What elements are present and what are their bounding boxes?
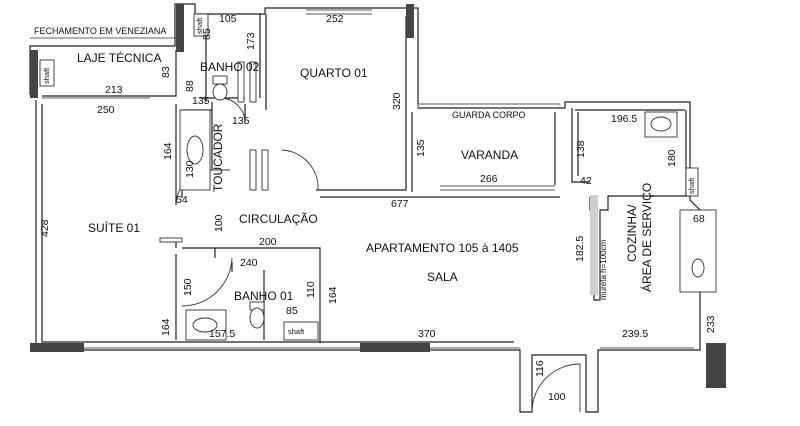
dim-239-5: 239.5 <box>622 328 649 340</box>
dim-85b: 85 <box>286 305 298 317</box>
room-label-sala: SALA <box>427 270 458 284</box>
dim-100a: 100 <box>213 214 225 232</box>
window-top <box>42 9 372 99</box>
door-jamb <box>237 61 245 103</box>
note-fechamento: FECHAMENTO EM VENEZIANA <box>34 26 167 36</box>
room-label-suite-01: SUÍTE 01 <box>88 221 141 235</box>
door-jamb <box>249 61 257 103</box>
room-label-apartamento: APARTAMENTO 105 à 1405 <box>366 241 519 255</box>
room-label-cozinha: COZINHA/ <box>625 204 639 262</box>
dim-83: 83 <box>160 66 172 78</box>
door-swing <box>181 257 233 307</box>
door-jamb <box>159 237 183 243</box>
shaft-label: shaft <box>42 67 51 84</box>
dim-164a: 164 <box>162 142 174 160</box>
pillar <box>360 343 430 352</box>
room-label-circulacao: CIRCULAÇÃO <box>239 212 318 226</box>
shaft-box <box>193 13 209 37</box>
mureta-wall <box>590 195 598 295</box>
dim-196-5: 196.5 <box>611 113 638 125</box>
shaft-box <box>685 167 699 197</box>
note-guarda-corpo: GUARDA CORPO <box>452 110 526 120</box>
shaft-box <box>39 59 55 87</box>
dim-266: 266 <box>480 173 498 185</box>
door-swing <box>531 363 581 413</box>
dim-54: 54 <box>176 194 188 206</box>
shaft-box <box>283 321 319 341</box>
pillar <box>706 343 726 388</box>
dim-428: 428 <box>39 219 51 237</box>
door-swing <box>281 149 319 191</box>
dim-180: 180 <box>666 149 678 167</box>
dim-320: 320 <box>391 92 403 110</box>
dim-88: 88 <box>184 80 196 92</box>
dim-135c: 135 <box>415 139 427 157</box>
dim-164b: 164 <box>327 286 339 304</box>
room-label-toucador: TOUCADOR <box>211 123 225 192</box>
room-label-varanda: VARANDA <box>461 148 519 162</box>
shaft-label: shaft <box>687 177 696 194</box>
room-label-area-servico: ÁREA DE SERVIÇO <box>640 182 654 292</box>
room-label-banho-01: BANHO 01 <box>234 289 294 303</box>
inner-wall <box>41 14 690 343</box>
dim-252: 252 <box>326 13 344 25</box>
dim-164c: 164 <box>160 318 172 336</box>
dim-85a: 85 <box>201 28 213 40</box>
dim-100b: 100 <box>548 391 566 403</box>
door-jamb <box>261 149 269 191</box>
dim-105: 105 <box>219 13 237 25</box>
sink-icon <box>691 258 705 278</box>
dim-173: 173 <box>245 32 257 50</box>
varanda-glass <box>418 103 560 191</box>
pillar <box>30 50 38 98</box>
dim-130: 130 <box>184 160 196 178</box>
dim-138: 138 <box>575 140 587 158</box>
dim-182-5: 182.5 <box>574 235 586 262</box>
dim-157-5: 157.5 <box>209 328 236 340</box>
dim-68: 68 <box>693 213 705 225</box>
pillar <box>406 4 414 38</box>
dim-135b: 135 <box>232 115 250 127</box>
door-leaf <box>212 169 581 412</box>
railing <box>417 104 561 108</box>
toilet-icon <box>212 83 228 101</box>
dim-370: 370 <box>418 328 436 340</box>
dim-233: 233 <box>705 315 717 333</box>
room-label-banho-02: BANHO 02 <box>200 60 260 74</box>
dim-250: 250 <box>97 104 115 116</box>
dim-240: 240 <box>240 257 258 269</box>
dim-116: 116 <box>534 360 546 377</box>
room-label-quarto-01: QUARTO 01 <box>300 66 368 80</box>
sink-icon <box>186 135 204 165</box>
sink-icon <box>650 116 672 132</box>
dim-135a: 135 <box>192 95 210 107</box>
pillar <box>30 343 84 352</box>
dim-110: 110 <box>305 281 317 298</box>
shaft-label: shaft <box>288 327 305 336</box>
pillar <box>176 4 184 52</box>
dim-213: 213 <box>105 84 123 96</box>
dim-677: 677 <box>391 198 409 210</box>
dim-150: 150 <box>182 278 194 296</box>
room-label-laje-tecnica: LAJE TÉCNICA <box>77 51 162 65</box>
dim-200: 200 <box>259 236 277 248</box>
dim-42: 42 <box>580 175 592 187</box>
toilet-icon <box>249 307 265 329</box>
counter <box>679 209 717 293</box>
sink-icon <box>192 317 218 333</box>
door-jamb <box>249 149 257 191</box>
note-mureta: mureta h=100cm <box>599 239 608 300</box>
toilet-tank <box>212 75 228 85</box>
